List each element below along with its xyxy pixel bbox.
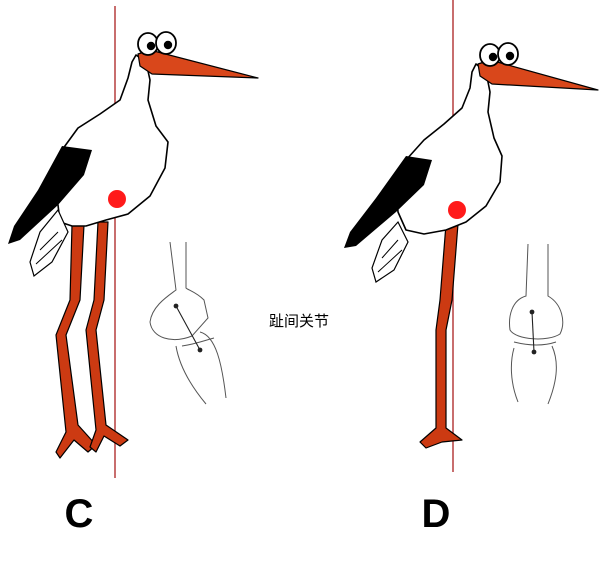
stork-c-beak [137,49,259,79]
stork-d-leg [419,223,463,449]
panel-label-d: D [422,492,451,536]
stork-d-body [395,63,503,235]
center-of-mass-c [108,190,126,208]
stork-c-legs [55,221,129,459]
stork-c-eyes [137,31,177,56]
interphalangeal-joint-label: 趾间关节 [269,312,329,330]
stork-c-body [51,54,169,227]
center-of-mass-d [448,201,466,219]
stork-d-wing [344,156,432,283]
panel-c: C [8,6,259,536]
stork-c-wing [8,146,92,278]
panel-label-c: C [65,492,94,536]
panel-d: D [344,0,599,536]
stork-d-eyes [479,42,519,67]
joint-inset-c [149,241,227,405]
joint-inset-d [509,243,564,405]
